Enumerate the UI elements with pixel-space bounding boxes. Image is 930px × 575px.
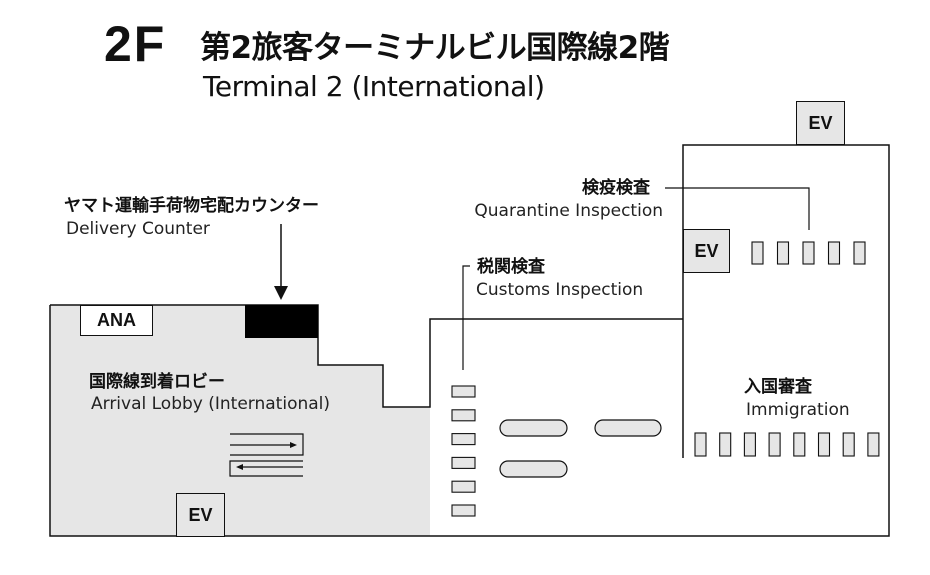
customs-booths [451, 385, 476, 517]
elevator-top[interactable]: EV [796, 101, 845, 145]
customs-booth [451, 433, 476, 446]
immigration-booth [867, 432, 880, 457]
immigration-booth [743, 432, 756, 457]
ana-counter[interactable]: ANA [80, 305, 153, 336]
elevator-lobby[interactable]: EV [176, 493, 225, 537]
floor-outline-bottom [49, 144, 890, 537]
page-title-en: Terminal 2 (International) [203, 70, 545, 103]
immigration-booth [694, 432, 707, 457]
baggage-carousel[interactable] [499, 460, 568, 478]
quarantine-label-en: Quarantine Inspection [474, 201, 663, 221]
immigration-booth [719, 432, 732, 457]
customs-leader [462, 265, 470, 370]
arrival-lobby-label-en: Arrival Lobby (International) [91, 394, 331, 414]
delivery-counter[interactable] [245, 305, 318, 338]
baggage-carousel[interactable] [594, 419, 662, 437]
baggage-carousel[interactable] [499, 419, 568, 437]
delivery-label-en: Delivery Counter [66, 219, 210, 239]
customs-booth [451, 385, 476, 398]
quarantine-label-jp: 検疫検査 [582, 178, 650, 198]
immigration-booth [768, 432, 781, 457]
immigration-label-jp: 入国審査 [744, 377, 812, 397]
immigration-label-en: Immigration [746, 400, 850, 420]
customs-booth [451, 456, 476, 469]
arrival-lobby-label-jp: 国際線到着ロビー [89, 372, 225, 392]
quarantine-booth [853, 241, 866, 265]
elevator-mid[interactable]: EV [683, 229, 730, 273]
delivery-arrow-head [274, 286, 288, 300]
immigration-booth [817, 432, 831, 457]
customs-label-jp: 税関検査 [477, 257, 545, 277]
quarantine-booth [776, 241, 790, 265]
customs-booth [451, 480, 476, 493]
immigration-booth [842, 432, 855, 457]
arrival-lobby-area[interactable] [50, 305, 430, 536]
customs-booth [451, 409, 476, 422]
immigration-booth [793, 432, 806, 457]
quarantine-booths [751, 241, 866, 265]
floor-number: 2F [104, 16, 167, 72]
customs-booth [451, 504, 476, 517]
quarantine-booth [802, 241, 815, 265]
escalator [229, 433, 304, 477]
customs-label-en: Customs Inspection [476, 280, 644, 300]
quarantine-leader [665, 187, 810, 230]
delivery-label-jp: ヤマト運輸手荷物宅配カウンター [64, 196, 319, 216]
baggage-carousels [499, 419, 662, 478]
quarantine-booth [751, 241, 764, 265]
immigration-booths [694, 432, 880, 457]
page-title-jp: 第2旅客ターミナルビル国際線2階 [200, 30, 670, 66]
quarantine-booth [827, 241, 841, 265]
